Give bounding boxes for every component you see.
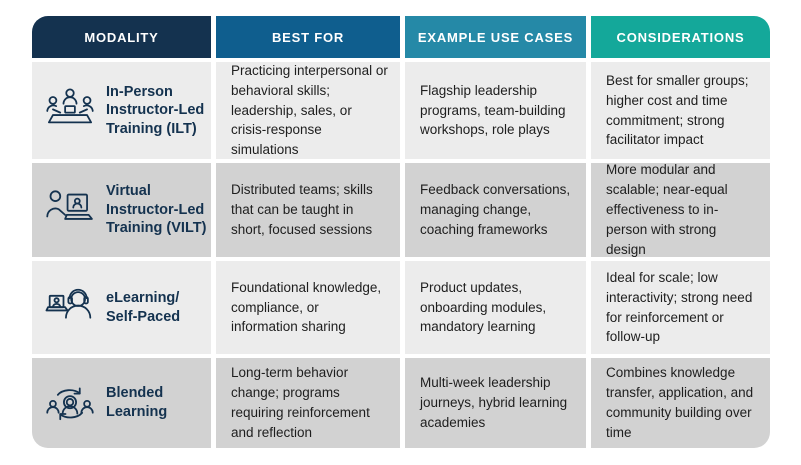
- modality-cell-blended: Blended Learning: [32, 358, 211, 448]
- header-best-for: BEST FOR: [216, 16, 400, 58]
- best-for-cell: Long-term behavior change; programs requ…: [216, 358, 400, 448]
- considerations-cell: Best for smaller groups; higher cost and…: [591, 62, 770, 159]
- example-use-cases-cell: Multi-week leadership journeys, hybrid l…: [405, 358, 586, 448]
- in-person-training-icon: [43, 85, 97, 137]
- modality-name: Blended Learning: [106, 385, 168, 420]
- considerations-cell: Combines knowledge transfer, application…: [591, 358, 770, 448]
- modality-name: Virtual Instructor-Led Training (VILT): [106, 183, 207, 237]
- blended-learning-icon: [43, 377, 97, 429]
- modality-cell-ilt: In-Person Instructor-Led Training (ILT): [32, 62, 211, 159]
- virtual-training-icon: [43, 184, 97, 236]
- modality-cell-elearning: eLearning/ Self-Paced: [32, 261, 211, 354]
- header-modality: MODALITY: [32, 16, 211, 58]
- example-use-cases-cell: Product updates, onboarding modules, man…: [405, 261, 586, 354]
- modality-comparison-table: MODALITY BEST FOR EXAMPLE USE CASES CONS…: [32, 16, 770, 448]
- best-for-cell: Foundational knowledge, compliance, or i…: [216, 261, 400, 354]
- elearning-icon: [43, 282, 97, 334]
- header-considerations: CONSIDERATIONS: [591, 16, 770, 58]
- example-use-cases-cell: Flagship leadership programs, team-build…: [405, 62, 586, 159]
- modality-cell-vilt: Virtual Instructor-Led Training (VILT): [32, 163, 211, 257]
- considerations-cell: Ideal for scale; low interactivity; stro…: [591, 261, 770, 354]
- header-example-use-cases: EXAMPLE USE CASES: [405, 16, 586, 58]
- modality-name: In-Person Instructor-Led Training (ILT): [106, 83, 205, 137]
- example-use-cases-cell: Feedback conversations, managing change,…: [405, 163, 586, 257]
- best-for-cell: Practicing interpersonal or behavioral s…: [216, 62, 400, 159]
- modality-name: eLearning/ Self-Paced: [106, 289, 181, 325]
- best-for-cell: Distributed teams; skills that can be ta…: [216, 163, 400, 257]
- considerations-cell: More modular and scalable; near-equal ef…: [591, 162, 770, 257]
